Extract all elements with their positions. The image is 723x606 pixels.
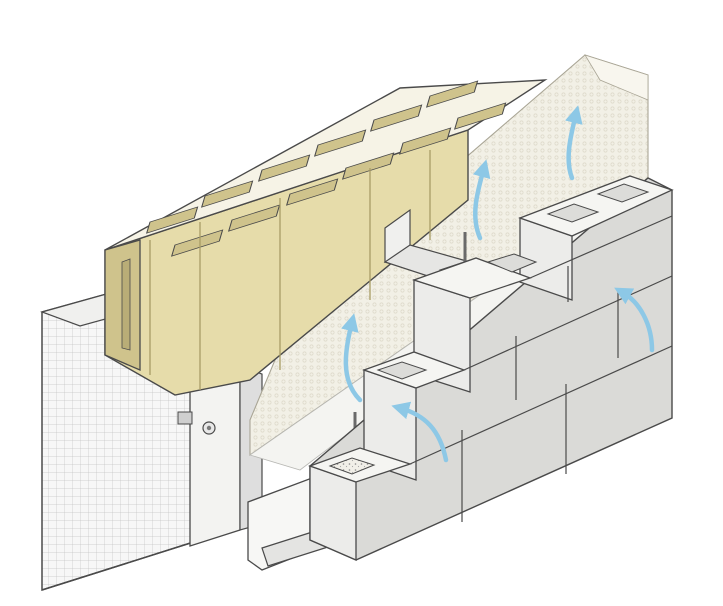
airflow-arrows <box>341 105 655 463</box>
insulated-concrete-block-backup-wall <box>104 79 548 396</box>
airflow-arrow <box>565 105 583 181</box>
airflow-arrow <box>341 313 363 403</box>
cmu-veneer-wythe <box>308 175 674 561</box>
airflow-arrow <box>391 401 449 463</box>
airflow-arrow <box>614 287 655 353</box>
airflow-arrow <box>472 159 491 241</box>
